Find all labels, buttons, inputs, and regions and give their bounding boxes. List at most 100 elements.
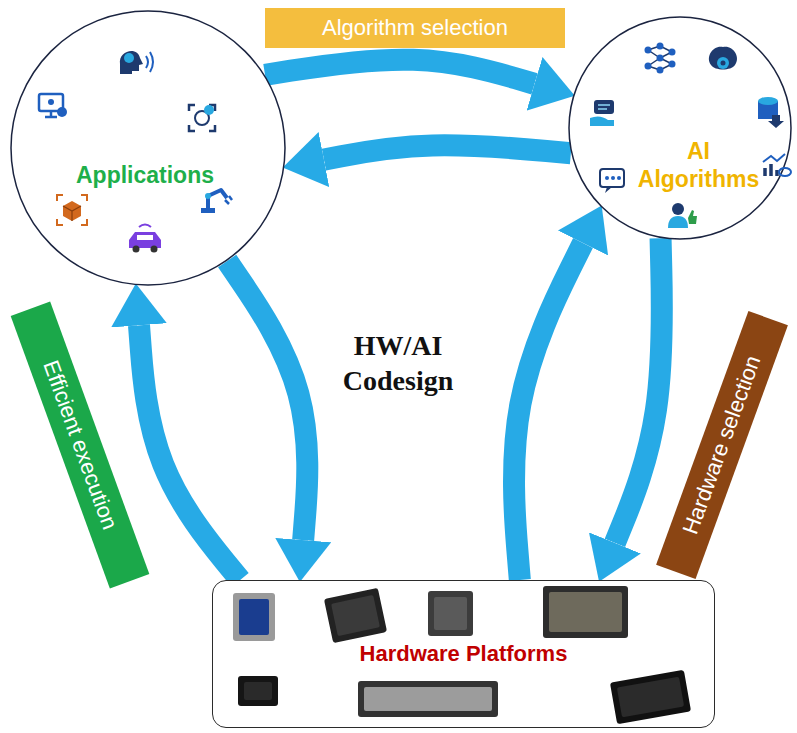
chip-picture (324, 588, 387, 643)
illustration-part (543, 586, 628, 638)
flow-arrow (227, 261, 307, 540)
illustration-part (233, 593, 275, 641)
band-label: Hardware selection (677, 352, 766, 538)
flow-arrow (514, 243, 583, 580)
illustration-part (434, 597, 467, 630)
illustration-part (208, 190, 227, 208)
db-icon (758, 97, 784, 128)
illustration-part (549, 592, 622, 632)
chip-picture (543, 586, 628, 638)
chip-picture (233, 593, 275, 641)
illustration-part (605, 176, 609, 180)
illustration-part (605, 187, 612, 193)
illustration-part (428, 591, 473, 636)
chip-picture (610, 670, 691, 724)
illustration-part (205, 193, 211, 199)
illustration-part (139, 225, 151, 228)
illustration-part (331, 595, 380, 636)
monitor-icon (39, 94, 67, 117)
illustration-part (50, 111, 53, 116)
illustration-part (645, 63, 652, 70)
node-title: Hardware Platforms (360, 641, 568, 667)
illustration-part (201, 208, 215, 213)
illustration-part (239, 599, 269, 635)
illustration-part (57, 107, 67, 117)
illustration-part (598, 108, 607, 110)
illustration-part (758, 97, 778, 105)
illustration-part (63, 206, 81, 221)
chip-picture (358, 681, 498, 717)
chip-picture (428, 591, 473, 636)
illustration-part (364, 687, 492, 711)
illustration-part (610, 670, 691, 724)
illustration-part (594, 100, 614, 114)
algorithm-circle: AI Algorithms (568, 16, 792, 240)
center-title: HW/AI Codesign (308, 328, 488, 398)
illustration-part (590, 116, 614, 126)
car-icon (129, 225, 161, 253)
illustration-part (569, 17, 791, 239)
head-icon (120, 51, 153, 74)
flow-arrow (324, 145, 571, 159)
center-label-holder: HW/AI Codesign (308, 328, 488, 398)
illustration-part (48, 99, 54, 105)
illustration-part (657, 43, 664, 50)
flow-arrow (139, 325, 240, 580)
illustration-part (721, 61, 726, 66)
application-circle: Applications (10, 10, 286, 286)
label-band: Hardware selection (656, 311, 788, 579)
illustration-part (189, 105, 215, 131)
illustration-part (617, 677, 684, 717)
illustration-part (657, 67, 664, 74)
illustration-part (600, 169, 624, 187)
illustration-part (63, 201, 81, 221)
label-band: Efficient execution (11, 302, 150, 589)
illustration-part (204, 105, 214, 115)
flow-arrow (265, 60, 535, 84)
illustration-part (324, 588, 387, 643)
node-title: AI Algorithms (636, 138, 761, 193)
net-icon (645, 43, 676, 74)
illustration-part (645, 47, 652, 54)
cube-icon (57, 195, 87, 225)
illustration-part (225, 196, 232, 204)
illustration-part (137, 235, 153, 240)
illustration-part (709, 47, 737, 70)
illustration-part (57, 195, 87, 225)
band-label: Efficient execution (37, 357, 123, 533)
illustration-part (617, 176, 621, 180)
chip-picture (238, 676, 278, 706)
circle-outline (10, 10, 286, 286)
circle-outline (568, 16, 792, 240)
band-label: Algorithm selection (322, 15, 508, 41)
illustration-part (598, 104, 610, 106)
chat-icon (590, 100, 614, 126)
illustration-part (672, 203, 684, 215)
bubble-icon (600, 169, 624, 193)
illustration-part (768, 115, 784, 128)
illustration-part (11, 11, 285, 285)
node-title: Applications (65, 162, 225, 190)
person-icon (668, 203, 697, 228)
illustration-part (611, 176, 615, 180)
illustration-part (133, 246, 140, 253)
illustration-part (238, 676, 278, 706)
illustration-part (151, 246, 158, 253)
illustration-part (358, 681, 498, 717)
illustration-part (763, 154, 785, 162)
arm-icon (201, 190, 232, 213)
illustration-part (45, 116, 57, 119)
illustration-part (717, 57, 729, 69)
illustration-part (120, 51, 143, 74)
chart-icon (763, 154, 791, 176)
illustration-part (129, 232, 161, 248)
flow-arrow (615, 238, 662, 543)
illustration-part (146, 52, 153, 72)
illustration-part (688, 210, 697, 224)
illustration-part (668, 216, 688, 228)
illustration-part (124, 53, 134, 63)
label-band: Algorithm selection (265, 8, 565, 48)
face-icon (189, 105, 215, 131)
illustration-part (657, 55, 664, 62)
